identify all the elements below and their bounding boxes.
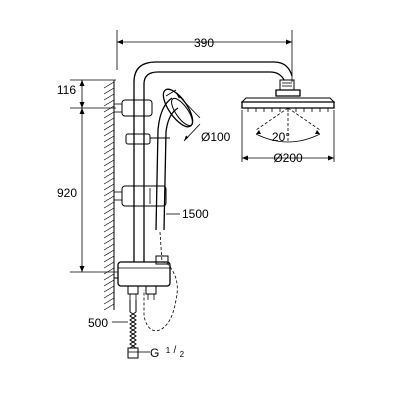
hatch-line bbox=[103, 279, 115, 287]
dim-label-390: 390 bbox=[194, 36, 214, 50]
hatch-line bbox=[103, 135, 115, 143]
shower-hose bbox=[143, 231, 178, 332]
hatch-line bbox=[103, 147, 115, 155]
hatch-line bbox=[103, 123, 115, 131]
hatch-line bbox=[103, 255, 115, 263]
hatch-line bbox=[103, 237, 115, 245]
hand-shower-slider bbox=[125, 133, 170, 145]
dimension-hand-shower-diameter: Ø100 bbox=[175, 92, 231, 144]
dim-label-angle-20: 20° bbox=[272, 130, 290, 144]
hatch-line bbox=[103, 141, 115, 149]
hatch-line bbox=[103, 243, 115, 251]
hatch-line bbox=[103, 303, 115, 311]
thread-label: G 1 / 2 bbox=[150, 342, 185, 360]
hatch-line bbox=[103, 111, 115, 119]
hatch-line bbox=[103, 213, 115, 221]
dim-label-diameter-100: Ø100 bbox=[201, 130, 231, 144]
thread-prefix: G bbox=[150, 346, 159, 360]
hatch-line bbox=[103, 87, 115, 95]
hatch-line bbox=[103, 249, 115, 257]
hatch-line bbox=[103, 231, 115, 239]
hand-shower bbox=[155, 88, 194, 231]
hatch-line bbox=[103, 105, 115, 113]
dimension-supply-length: 500 bbox=[88, 316, 128, 330]
dimension-head-diameter: Ø200 bbox=[241, 110, 335, 165]
overhead-shower-head bbox=[240, 89, 336, 112]
hatch-line bbox=[103, 81, 115, 89]
hatch-line bbox=[103, 297, 115, 305]
hatch-line bbox=[103, 99, 115, 107]
hatch-line bbox=[103, 117, 115, 125]
thread-numerator: 1 bbox=[166, 346, 171, 355]
thread-denominator: 2 bbox=[180, 350, 185, 359]
hatch-line bbox=[103, 201, 115, 209]
hatch-line bbox=[103, 261, 115, 269]
dim-label-116: 116 bbox=[57, 83, 76, 97]
thermostat-mixer bbox=[114, 255, 171, 300]
dimension-width-top: 390 bbox=[116, 30, 293, 82]
hatch-line bbox=[103, 219, 115, 227]
hatch-line bbox=[103, 189, 115, 197]
hatch-line bbox=[103, 225, 115, 233]
hatch-line bbox=[103, 177, 115, 185]
hatch-line bbox=[103, 129, 115, 137]
wall-bracket-top bbox=[114, 99, 153, 117]
hatch-line bbox=[103, 153, 115, 161]
dim-label-diameter-200: Ø200 bbox=[273, 151, 303, 165]
hatch-line bbox=[103, 267, 115, 275]
supply-hose bbox=[127, 300, 139, 359]
wall bbox=[103, 80, 115, 311]
wall-bracket-middle bbox=[114, 185, 167, 207]
hatch-line bbox=[103, 285, 115, 293]
dim-label-500: 500 bbox=[88, 316, 108, 330]
hatch-line bbox=[103, 93, 115, 101]
hatch-line bbox=[103, 159, 115, 167]
wall-hatching bbox=[103, 81, 115, 311]
dim-label-920: 920 bbox=[57, 186, 77, 200]
shower-head-nozzles bbox=[247, 108, 329, 112]
hatch-line bbox=[103, 291, 115, 299]
dimension-hose-length: 1500 bbox=[166, 207, 209, 221]
dimension-thread: G 1 / 2 bbox=[138, 342, 185, 360]
hatch-line bbox=[103, 183, 115, 191]
dimension-height-left: 116 920 bbox=[57, 79, 118, 273]
hatch-line bbox=[103, 165, 115, 173]
thread-slash: / bbox=[173, 345, 176, 356]
hatch-line bbox=[103, 273, 115, 281]
hatch-line bbox=[103, 195, 115, 203]
hatch-line bbox=[103, 171, 115, 179]
dim-label-1500: 1500 bbox=[182, 207, 209, 221]
dimension-head-angle: 20° bbox=[255, 107, 321, 144]
hatch-line bbox=[103, 207, 115, 215]
